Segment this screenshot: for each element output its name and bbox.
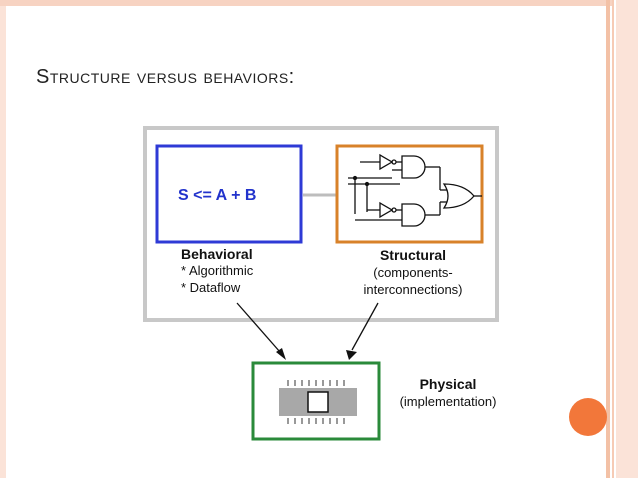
structural-label: Structural — [380, 247, 446, 263]
stripe — [606, 0, 610, 478]
top-border — [0, 0, 612, 6]
behavioral-expression: S <= A + B — [178, 187, 256, 204]
structural-to-physical-arrow — [346, 302, 379, 360]
behavioral-item: * Dataflow — [181, 280, 241, 295]
orange-circle-decoration — [569, 398, 607, 436]
physical-label: Physical — [420, 376, 477, 392]
structural-box — [335, 144, 484, 244]
structural-caption: (components- — [373, 265, 452, 280]
structural-caption: interconnections) — [364, 282, 463, 297]
behavioral-label: Behavioral — [181, 246, 253, 262]
chip-icon — [279, 380, 357, 424]
right-decorative-stripes — [606, 0, 638, 478]
stripe — [616, 0, 638, 478]
behavioral-item: * Algorithmic — [181, 263, 254, 278]
gate-schematic — [348, 153, 482, 227]
left-border — [0, 0, 6, 478]
physical-caption: (implementation) — [400, 394, 497, 409]
stripe — [612, 0, 614, 478]
behavioral-to-physical-arrow — [236, 302, 286, 360]
slide-title: Structure versus behaviors: — [36, 66, 295, 88]
behavioral-box — [155, 144, 303, 244]
